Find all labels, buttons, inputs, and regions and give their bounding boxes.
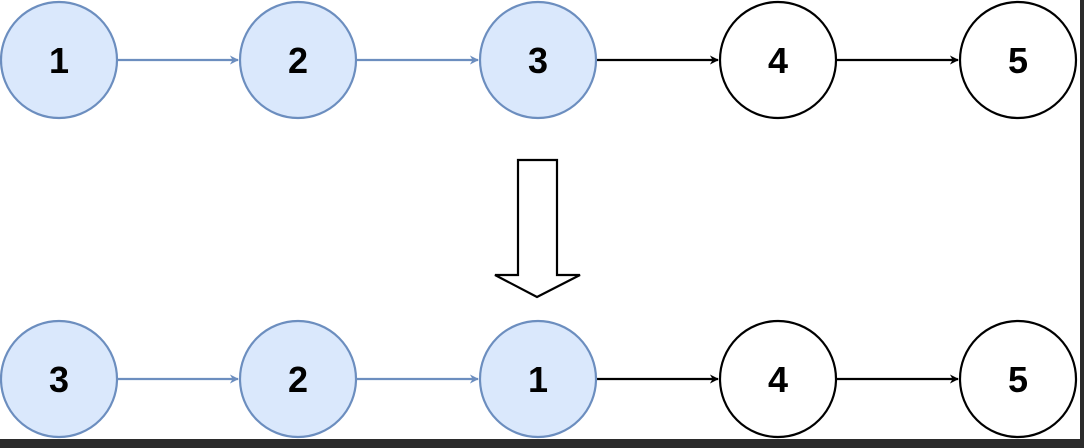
list-node-label: 4 — [768, 40, 788, 81]
hollow-down-arrow-icon — [494, 158, 581, 299]
list-node: 2 — [238, 0, 358, 120]
list-node: 3 — [0, 319, 119, 439]
list-node-circle — [0, 0, 119, 120]
list-node: 4 — [718, 319, 838, 439]
list-node-circle — [718, 0, 838, 120]
list-node-label: 1 — [49, 40, 69, 81]
list-node-circle — [958, 319, 1078, 439]
list-node-label: 4 — [768, 359, 788, 400]
list-node-circle — [958, 0, 1078, 120]
list-node-label: 2 — [288, 359, 308, 400]
list-node: 4 — [718, 0, 838, 120]
list-node: 2 — [238, 319, 358, 439]
list-node-circle — [478, 0, 598, 120]
list-node: 1 — [0, 0, 119, 120]
list-node-circle — [238, 319, 358, 439]
list-node-label: 5 — [1008, 40, 1028, 81]
frame-bottom-edge — [0, 439, 1084, 448]
list-rows: 1 2 3 4 5 3 2 1 4 5 — [0, 0, 1078, 439]
list-node-label: 3 — [528, 40, 548, 81]
list-node: 1 — [478, 319, 598, 439]
list-node-circle — [238, 0, 358, 120]
list-node-label: 3 — [49, 359, 69, 400]
list-before: 1 2 3 4 5 — [0, 0, 1078, 120]
list-node: 3 — [478, 0, 598, 120]
list-node-circle — [718, 319, 838, 439]
list-node-circle — [478, 319, 598, 439]
list-after: 3 2 1 4 5 — [0, 319, 1078, 439]
transform-arrow — [494, 158, 581, 299]
list-node-label: 5 — [1008, 359, 1028, 400]
list-node-label: 1 — [528, 359, 548, 400]
list-node-circle — [0, 319, 119, 439]
list-node: 5 — [958, 319, 1078, 439]
list-node: 5 — [958, 0, 1078, 120]
list-node-label: 2 — [288, 40, 308, 81]
frame-right-edge — [1080, 0, 1084, 448]
